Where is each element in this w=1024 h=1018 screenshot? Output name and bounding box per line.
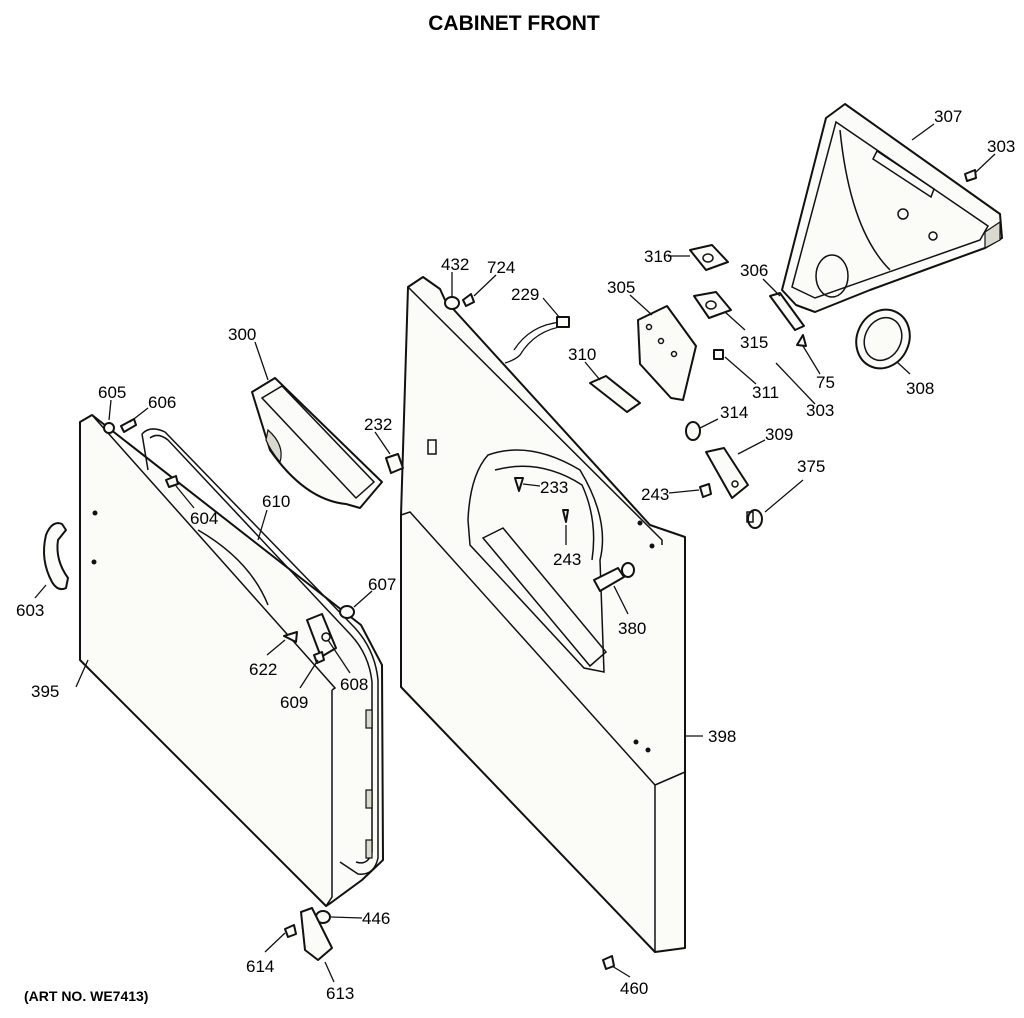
- part-613-hinge: [300, 907, 333, 961]
- callout-303-lower: 303: [806, 401, 834, 420]
- callout-243-lower: 243: [553, 550, 581, 569]
- part-243-screw-right: [699, 483, 712, 498]
- callout-232: 232: [364, 415, 392, 434]
- diagram-title: CABINET FRONT: [428, 12, 600, 35]
- callout-314: 314: [720, 403, 748, 422]
- part-724-screw: [462, 293, 475, 307]
- callout-316: 316: [644, 247, 672, 266]
- callout-75: 75: [816, 373, 835, 392]
- callout-606: 606: [148, 393, 176, 412]
- part-614-screw: [284, 924, 297, 938]
- part-606-screw: [120, 418, 137, 433]
- part-311-pad: [713, 349, 724, 360]
- part-608-hinge: [306, 613, 337, 658]
- callout-609: 609: [280, 693, 308, 712]
- callout-307: 307: [934, 107, 962, 126]
- part-380-lamp-socket: [593, 562, 635, 592]
- part-605-bumper: [103, 422, 115, 434]
- part-395-door: [79, 414, 384, 908]
- part-306-clip: [769, 292, 805, 331]
- callout-603: 603: [16, 601, 44, 620]
- part-314-switch: [685, 421, 701, 441]
- callout-305: 305: [607, 278, 635, 297]
- callout-605: 605: [98, 383, 126, 402]
- callout-306: 306: [740, 261, 768, 280]
- part-308-seal-ring: [855, 308, 911, 370]
- callout-315: 315: [740, 333, 768, 352]
- callout-613: 613: [326, 984, 354, 1003]
- callout-604: 604: [190, 509, 218, 528]
- callout-375: 375: [797, 457, 825, 476]
- part-609-screw: [313, 651, 325, 664]
- callout-243-right: 243: [641, 485, 669, 504]
- part-309-door-switch: [705, 447, 749, 499]
- callout-607: 607: [368, 575, 396, 594]
- callout-724: 724: [487, 258, 515, 277]
- part-300-lint-duct: [251, 377, 383, 509]
- art-number: (ART NO. WE7413): [24, 988, 148, 1004]
- part-305-plate: [637, 305, 697, 401]
- part-432-bushing: [444, 296, 460, 310]
- callout-310: 310: [568, 345, 596, 364]
- part-622-screw: [283, 631, 298, 643]
- part-315-bracket: [693, 291, 732, 319]
- part-75-screw: [796, 334, 807, 347]
- leader-lines: [34, 123, 996, 983]
- part-460-screw: [602, 955, 615, 970]
- callout-311: 311: [752, 383, 779, 402]
- callout-303-upper: 303: [987, 137, 1015, 156]
- part-375-lamp: [746, 509, 763, 529]
- callout-460: 460: [620, 979, 648, 998]
- callout-labels: 307 303 316 306 432 724 229 305 315 300 …: [16, 107, 1015, 1003]
- part-603-door-handle: [43, 522, 69, 591]
- part-303-screw-upper: [964, 169, 977, 182]
- callout-446: 446: [362, 909, 390, 928]
- callout-380: 380: [618, 619, 646, 638]
- callout-432: 432: [441, 255, 469, 274]
- callout-610: 610: [262, 492, 290, 511]
- part-310-strip: [589, 375, 641, 413]
- callout-233: 233: [540, 478, 568, 497]
- part-243-screw-lower: [562, 509, 569, 523]
- part-316-bracket: [689, 244, 729, 271]
- part-398-front-panel: [400, 276, 686, 953]
- callout-300: 300: [228, 325, 256, 344]
- callout-614: 614: [246, 957, 274, 976]
- callout-309: 309: [765, 425, 793, 444]
- part-604-screw: [165, 475, 179, 488]
- callout-229: 229: [511, 285, 539, 304]
- callout-398: 398: [708, 727, 736, 746]
- callout-622: 622: [249, 660, 277, 679]
- callout-608: 608: [340, 675, 368, 694]
- part-307-duct: [781, 103, 1003, 313]
- part-233-screw: [514, 477, 524, 492]
- part-232-latch: [385, 453, 404, 474]
- callout-308: 308: [906, 379, 934, 398]
- part-607-washer: [339, 605, 355, 619]
- callout-395: 395: [31, 682, 59, 701]
